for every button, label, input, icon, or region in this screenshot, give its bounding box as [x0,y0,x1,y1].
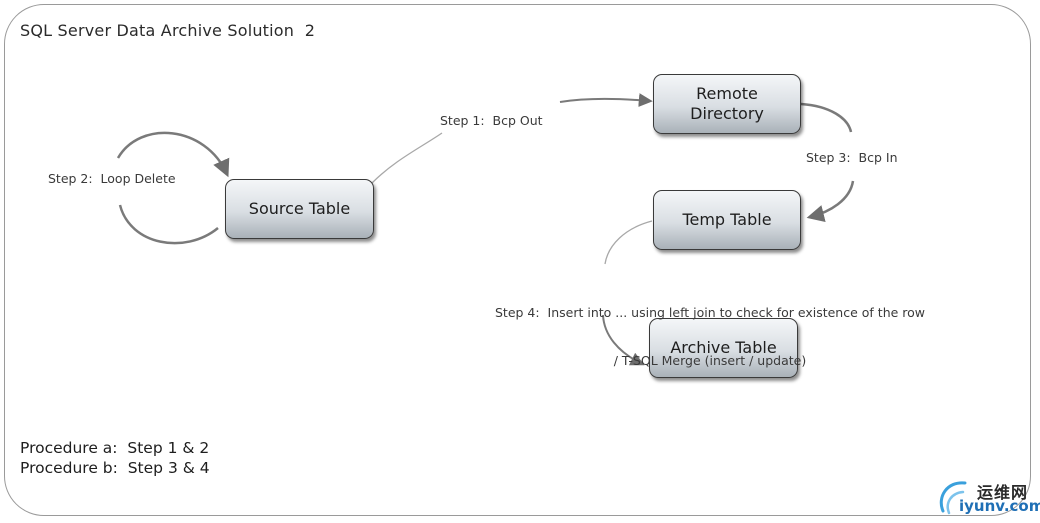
label-step-4-line-1: Step 4: Insert into ... using left join … [494,305,926,320]
label-step-2: Step 2: Loop Delete [48,171,176,186]
diagram-title: SQL Server Data Archive Solution 2 [20,21,316,40]
label-step-4: Step 4: Insert into ... using left join … [462,273,958,401]
watermark-domain-text: iyunv.com [959,497,1040,515]
watermark-chinese-text: 运维网 [977,483,1029,502]
procedure-a: Procedure a: Step 1 & 2 [20,439,210,457]
procedure-b: Procedure b: Step 3 & 4 [20,459,210,477]
node-temp-table: Temp Table [653,190,801,250]
node-source-table: Source Table [225,179,374,239]
connector-loop-delete-bottom [118,204,219,245]
node-remote-directory: Remote Directory [653,74,801,134]
procedure-list: Procedure a: Step 1 & 2 Procedure b: Ste… [20,438,210,478]
connector-bcp-in-top [800,102,853,133]
label-step-3: Step 3: Bcp In [806,150,898,165]
node-archive-table: Archive Table [649,318,798,378]
label-step-4-line-2: / T-SQL Merge (insert / update) [613,353,807,368]
watermark-arc-icon [939,481,967,515]
connector-bcp-in-bottom [806,180,855,223]
connector-insert-top [604,220,653,265]
diagram-frame [4,4,1031,516]
connector-bcp-out-head [559,93,653,108]
watermark-logo: 运维网 iyunv.com [935,475,1040,519]
connector-insert-bottom [602,314,645,366]
label-step-1: Step 1: Bcp Out [440,113,543,128]
connector-loop-delete-top [116,131,230,178]
connector-bcp-out [371,132,443,184]
